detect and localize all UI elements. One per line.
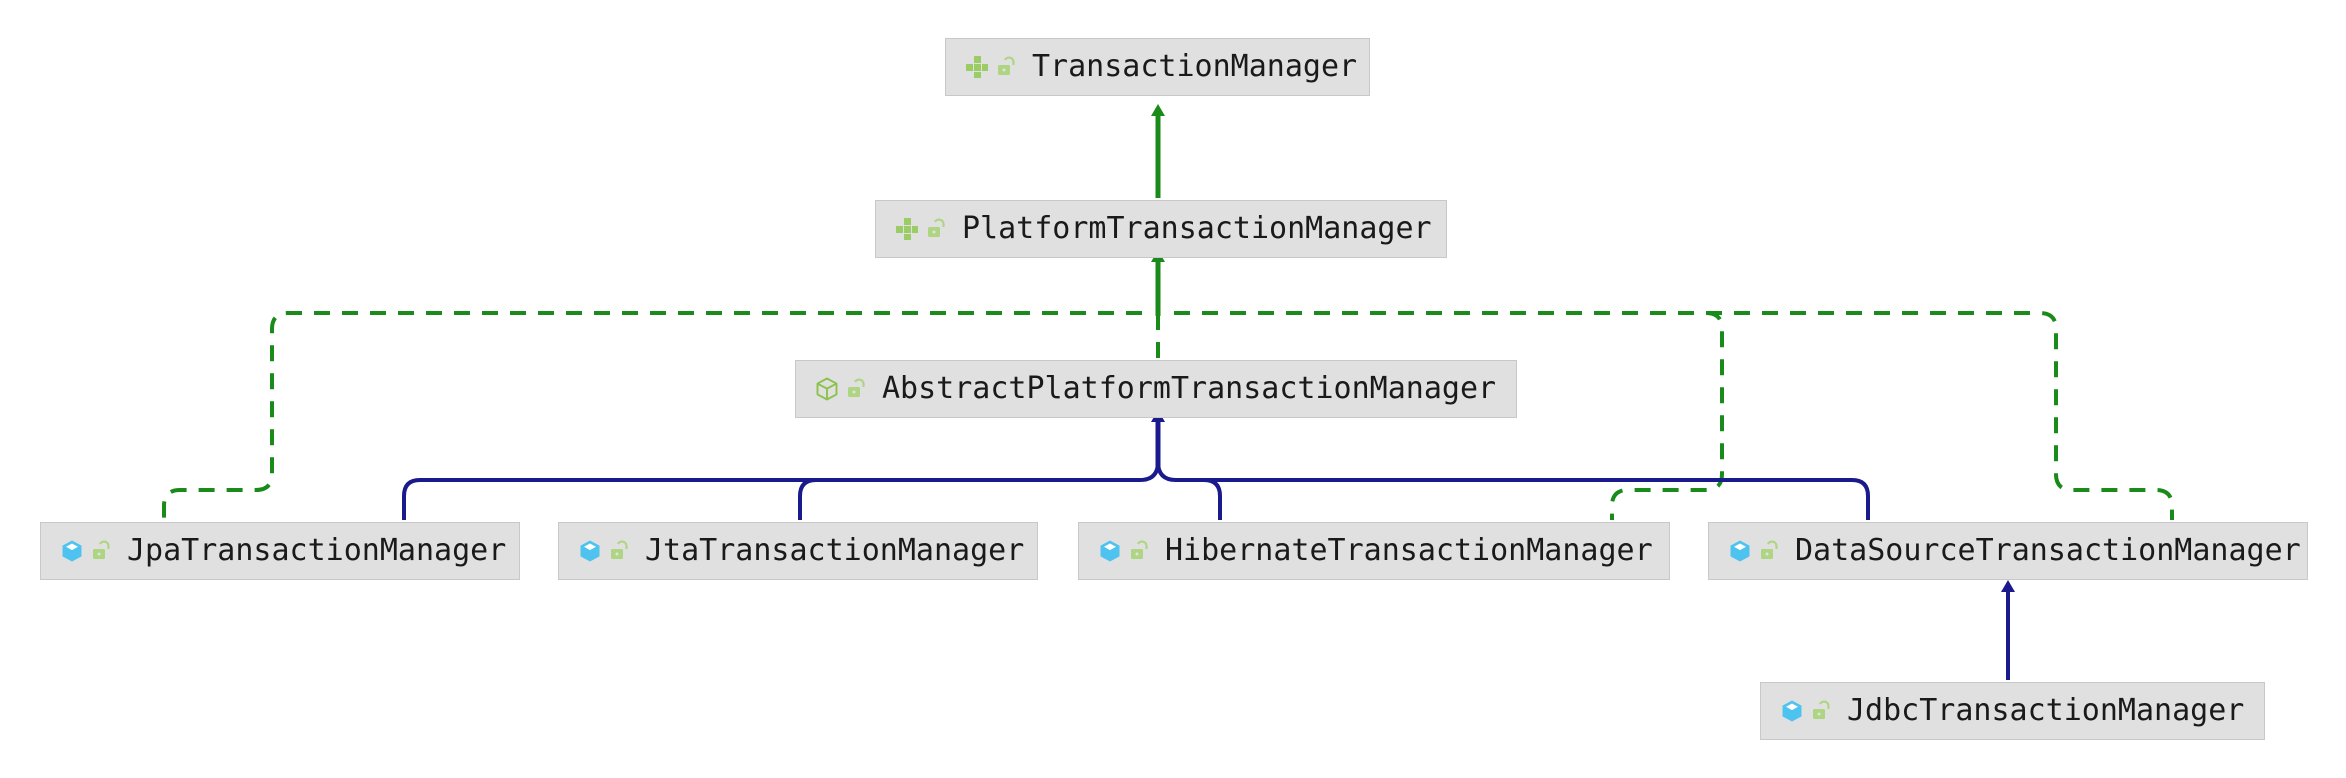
class-icon <box>1725 536 1755 566</box>
interface-icon <box>962 52 992 82</box>
interface-icon <box>892 214 922 244</box>
extends-bus <box>402 461 1870 520</box>
node-hibernate-transaction-manager[interactable]: HibernateTransactionManager <box>1078 522 1670 580</box>
node-label: HibernateTransactionManager <box>1165 533 1653 568</box>
node-jdbc-transaction-manager[interactable]: JdbcTransactionManager <box>1760 682 2265 740</box>
unlocked-padlock-icon <box>1809 698 1833 724</box>
node-transaction-manager[interactable]: TransactionManager <box>945 38 1370 96</box>
node-jpa-transaction-manager[interactable]: JpaTransactionManager <box>40 522 520 580</box>
class-icon <box>575 536 605 566</box>
unlocked-padlock-icon <box>924 216 948 242</box>
unlocked-padlock-icon <box>1757 538 1781 564</box>
class-icon <box>1777 696 1807 726</box>
node-label: JpaTransactionManager <box>127 533 507 568</box>
node-label: DataSourceTransactionManager <box>1795 533 2301 568</box>
node-label: PlatformTransactionManager <box>962 211 1432 246</box>
node-label: AbstractPlatformTransactionManager <box>882 371 1497 406</box>
unlocked-padlock-icon <box>1127 538 1151 564</box>
node-jta-transaction-manager[interactable]: JtaTransactionManager <box>558 522 1038 580</box>
node-label: TransactionManager <box>1032 49 1358 84</box>
node-abstract-platform-transaction-manager[interactable]: AbstractPlatformTransactionManager <box>795 360 1517 418</box>
node-platform-transaction-manager[interactable]: PlatformTransactionManager <box>875 200 1447 258</box>
class-icon <box>57 536 87 566</box>
node-label: JdbcTransactionManager <box>1847 693 2245 728</box>
class-icon <box>1095 536 1125 566</box>
unlocked-padlock-icon <box>89 538 113 564</box>
unlocked-padlock-icon <box>607 538 631 564</box>
abstract-class-icon <box>812 374 842 404</box>
node-label: JtaTransactionManager <box>645 533 1025 568</box>
unlocked-padlock-icon <box>844 376 868 402</box>
node-datasource-transaction-manager[interactable]: DataSourceTransactionManager <box>1708 522 2308 580</box>
unlocked-padlock-icon <box>994 54 1018 80</box>
